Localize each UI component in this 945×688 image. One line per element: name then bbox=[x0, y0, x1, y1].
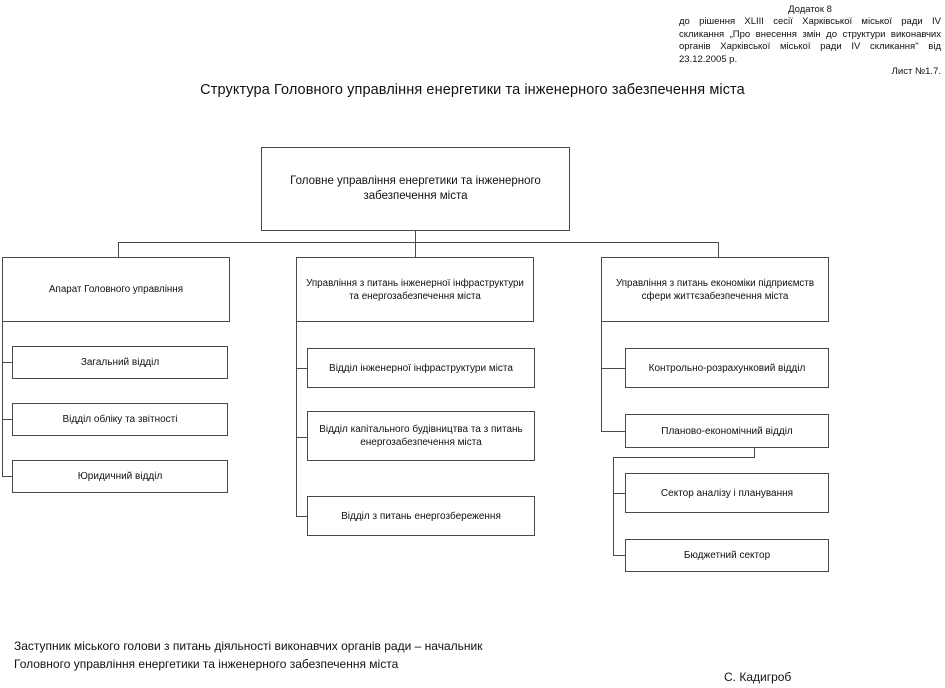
connector-stub-d1-c1 bbox=[2, 362, 13, 363]
org-node-d2-child-3: Відділ з питань енергозбереження bbox=[307, 496, 535, 536]
org-node-d2-child-2-label: Відділ капітального будівництва та з пит… bbox=[319, 424, 523, 448]
org-node-d3-sub-2-label: Бюджетний сектор bbox=[683, 550, 771, 561]
connector-stub-d3c2-s1 bbox=[613, 493, 626, 494]
org-node-d3-sub-1: Сектор аналізу і планування bbox=[625, 473, 829, 513]
connector-level1-bus bbox=[118, 242, 719, 243]
org-node-d3-sub-2: Бюджетний сектор bbox=[625, 539, 829, 572]
connector-stem-d3c2 bbox=[754, 448, 755, 458]
appendix-number: Додаток 8 bbox=[788, 4, 832, 15]
org-node-division-1: Апарат Головного управління bbox=[2, 257, 230, 322]
connector-drop-division-1 bbox=[118, 242, 119, 257]
org-node-division-2: Управління з питань інженерної інфрастру… bbox=[296, 257, 534, 322]
connector-drop-division-3 bbox=[718, 242, 719, 257]
org-node-d1-child-3: Юридичний відділ bbox=[12, 460, 228, 493]
org-node-d1-child-2: Відділ обліку та звітності bbox=[12, 403, 228, 436]
page-title: Структура Головного управління енергетик… bbox=[200, 82, 745, 98]
org-node-d1-child-3-label: Юридичний відділ bbox=[77, 471, 163, 482]
connector-stub-d3-c1 bbox=[601, 368, 626, 369]
org-node-division-3-label: Управління з питань економіки підприємст… bbox=[615, 277, 815, 302]
org-node-d3-sub-1-label: Сектор аналізу і планування bbox=[660, 487, 794, 499]
org-node-division-1-label: Апарат Головного управління bbox=[48, 284, 184, 295]
connector-spine-division-3 bbox=[601, 322, 602, 431]
org-node-d3-child-2: Планово-економічний відділ bbox=[625, 414, 829, 448]
org-node-d2-child-3-label: Відділ з питань енергозбереження bbox=[341, 510, 501, 522]
org-node-d2-child-1: Відділ інженерної інфраструктури міста bbox=[307, 348, 535, 388]
document-reference-block: Додаток 8 до рішення XLIII сесії Харківс… bbox=[679, 4, 941, 78]
sheet-number: Лист №1.7. bbox=[891, 66, 941, 78]
connector-drop-division-2 bbox=[415, 242, 416, 257]
org-node-d3-child-1: Контрольно-розрахунковий відділ bbox=[625, 348, 829, 388]
connector-stub-d3-c2 bbox=[601, 431, 626, 432]
org-node-division-3: Управління з питань економіки підприємст… bbox=[601, 257, 829, 322]
connector-stub-d1-c3 bbox=[2, 476, 13, 477]
org-node-root: Головне управління енергетики та інженер… bbox=[261, 147, 570, 231]
org-node-d1-child-2-label: Відділ обліку та звітності bbox=[62, 414, 178, 425]
connector-spine-division-1 bbox=[2, 322, 3, 477]
connector-stub-d1-c2 bbox=[2, 419, 13, 420]
connector-stub-d2-c1 bbox=[296, 368, 308, 369]
connector-root-stem bbox=[415, 231, 416, 243]
org-node-root-label: Головне управління енергетики та інженер… bbox=[290, 175, 541, 202]
org-node-d3-child-2-label: Планово-економічний відділ bbox=[661, 425, 793, 437]
connector-spine-division-2 bbox=[296, 322, 297, 516]
connector-spine-d3c2 bbox=[613, 457, 614, 556]
connector-stub-d3c2-s2 bbox=[613, 555, 626, 556]
org-node-d2-child-1-label: Відділ інженерної інфраструктури міста bbox=[329, 362, 513, 374]
connector-bus-d3c2 bbox=[613, 457, 755, 458]
org-node-division-2-label: Управління з питань інженерної інфрастру… bbox=[306, 277, 524, 302]
footer-position-text: Заступник міського голови з питань діяль… bbox=[14, 639, 483, 671]
footer-signatory: С. Кадигроб bbox=[724, 670, 792, 684]
org-node-d3-child-1-label: Контрольно-розрахунковий відділ bbox=[648, 362, 806, 374]
appendix-reference-text: до рішення XLIII сесії Харківської міськ… bbox=[679, 16, 941, 65]
connector-stub-d2-c3 bbox=[296, 516, 308, 517]
org-node-d1-child-1-label: Загальний відділ bbox=[80, 357, 160, 368]
org-node-d2-child-2: Відділ капітального будівництва та з пит… bbox=[307, 411, 535, 461]
connector-stub-d2-c2 bbox=[296, 437, 308, 438]
org-node-d1-child-1: Загальний відділ bbox=[12, 346, 228, 379]
